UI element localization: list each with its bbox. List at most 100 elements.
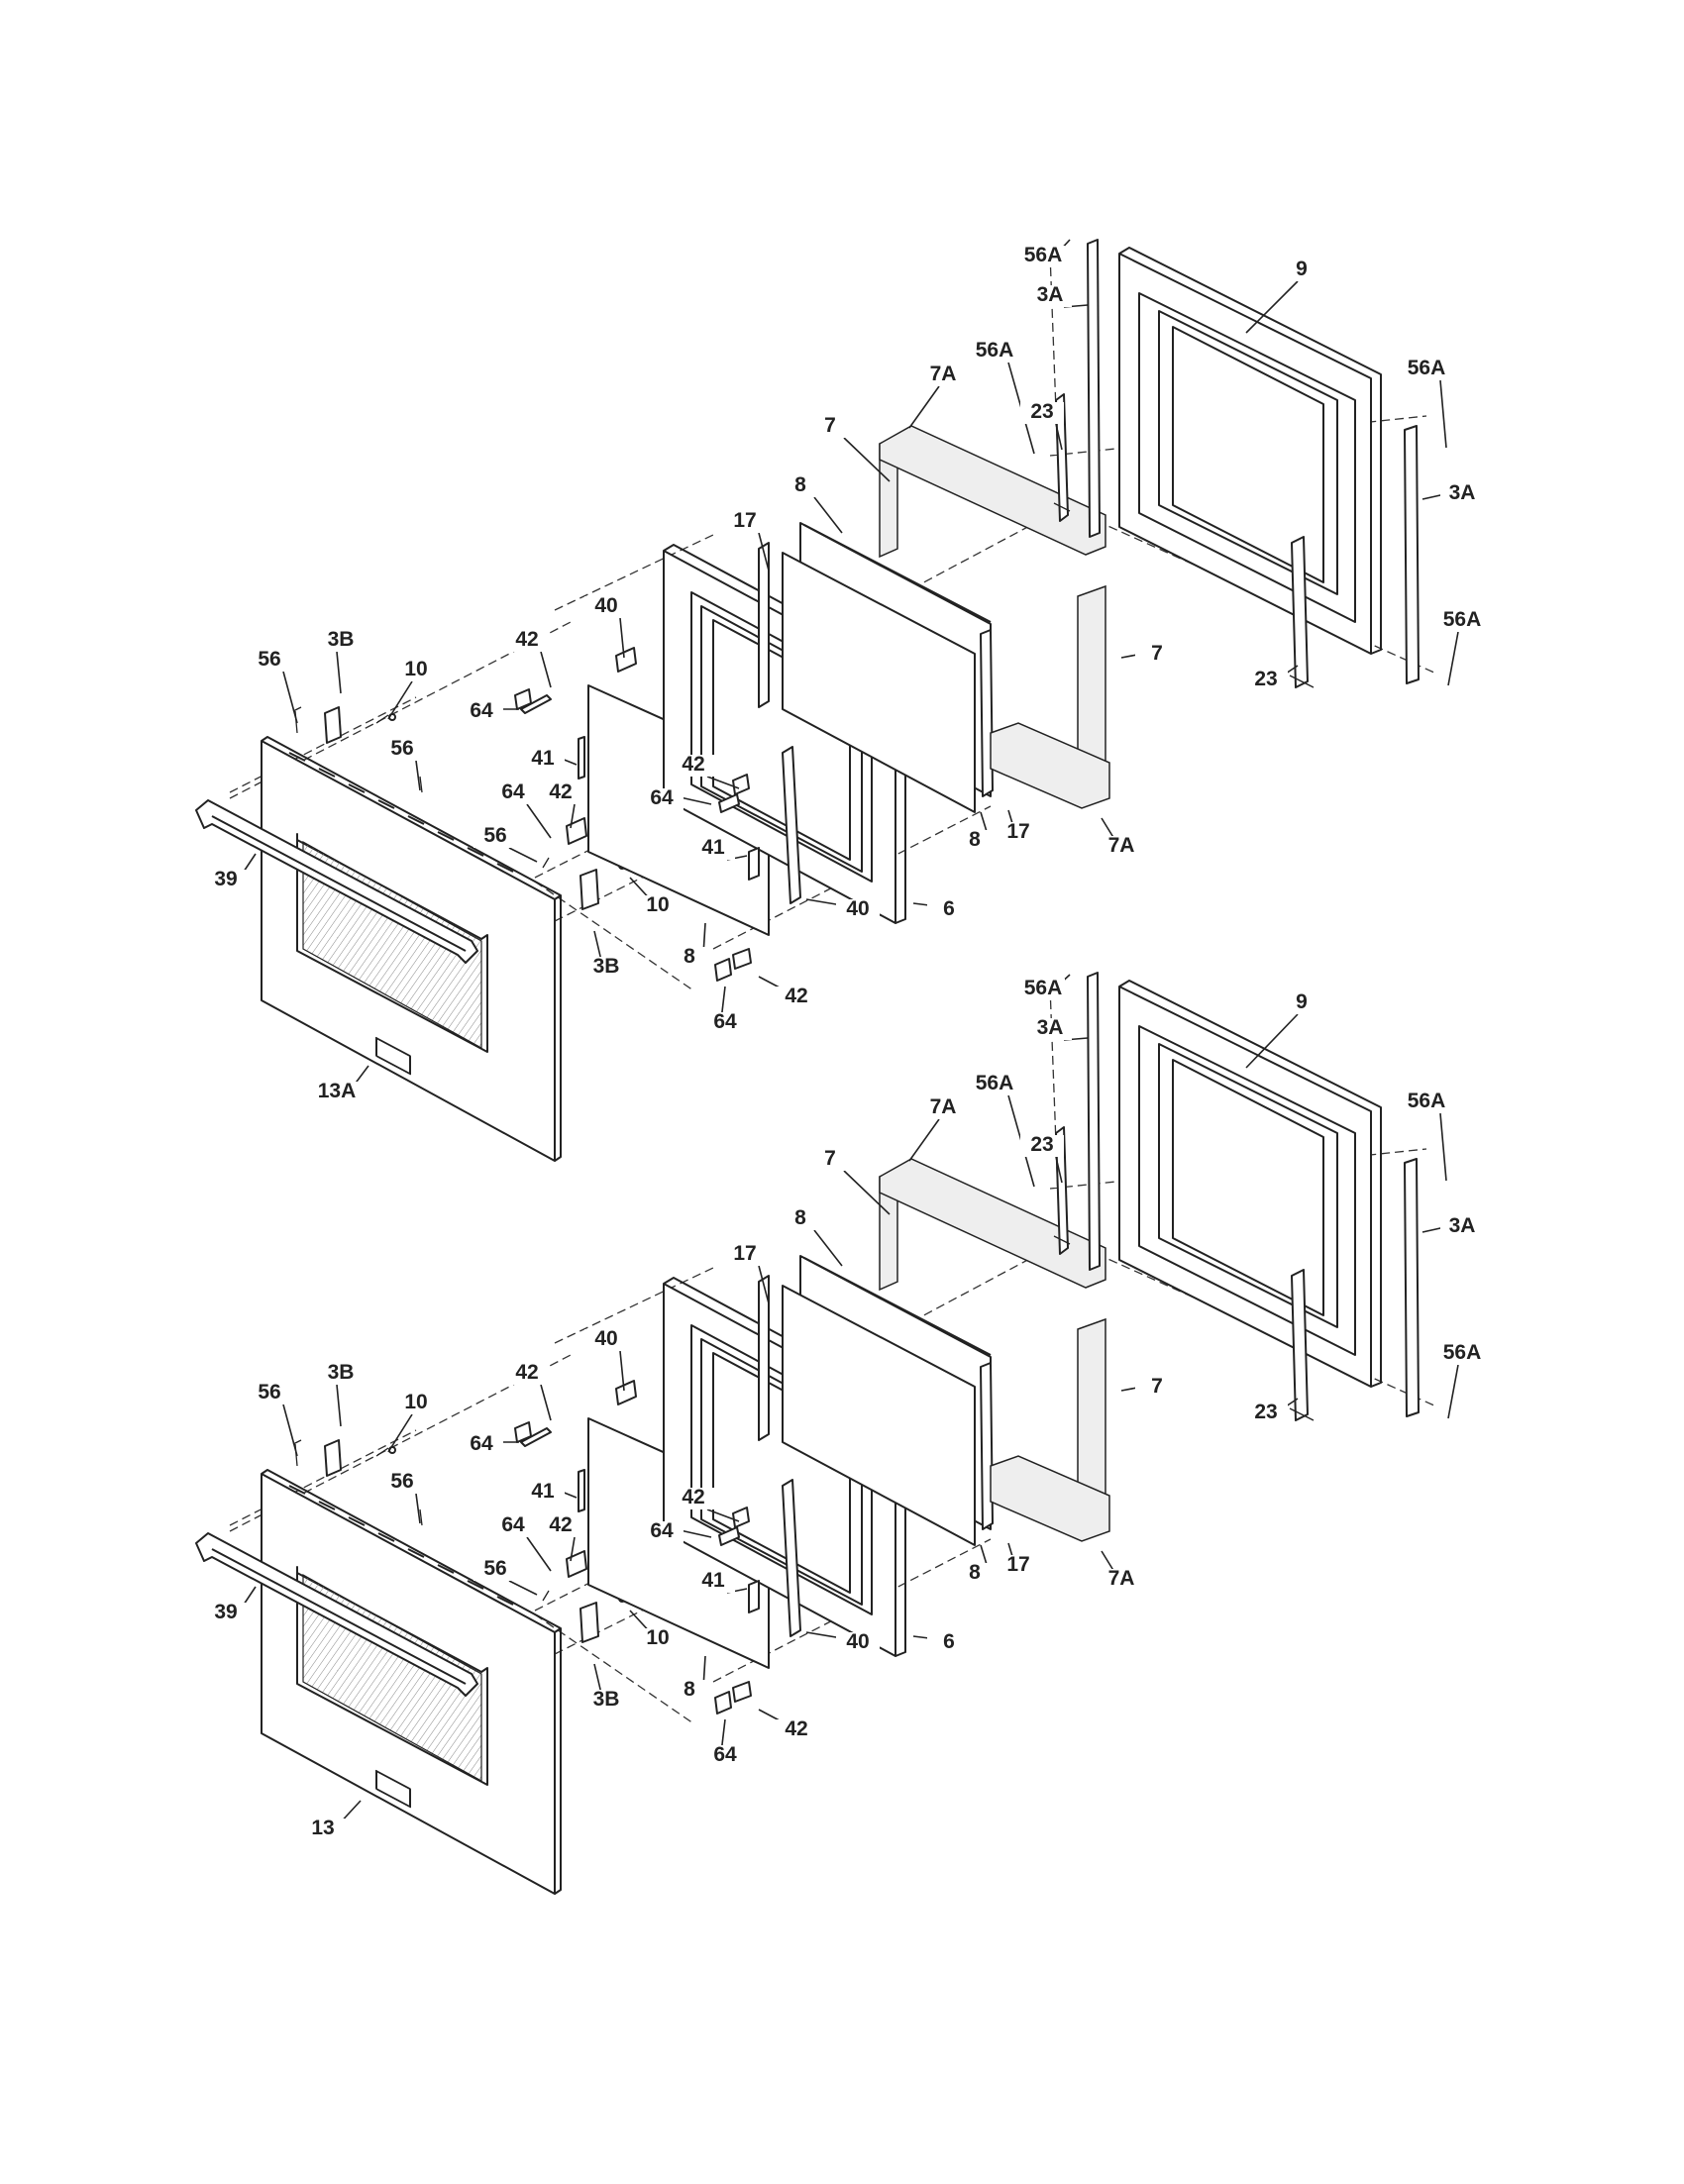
part-label-upper-16: 10 (404, 658, 427, 680)
part-label-lower-26: 8 (969, 1561, 981, 1584)
leader-upper-2 (1245, 280, 1299, 334)
part-label-lower-12: 7 (1151, 1375, 1163, 1398)
leader-lower-6 (1439, 1112, 1447, 1182)
part-label-lower-25: 42 (549, 1513, 572, 1536)
part-label-lower-27: 17 (1006, 1553, 1029, 1576)
label-bg-lower-38 (703, 1745, 747, 1767)
label-bg-lower-15 (248, 1383, 291, 1404)
part-label-lower-10: 17 (733, 1242, 756, 1265)
label-bg-lower-23 (640, 1521, 684, 1543)
leader-lower-18 (540, 1384, 552, 1421)
leader-lower-15 (282, 1404, 298, 1457)
label-bg-upper-35 (668, 947, 711, 969)
label-bg-upper-8 (808, 416, 852, 438)
upper-assembly (195, 239, 1437, 1162)
part-label-lower-30: 41 (701, 1569, 725, 1592)
part-label-upper-6: 56A (1408, 357, 1446, 379)
leader-lower-24 (526, 1536, 552, 1572)
part-label-lower-8: 7 (824, 1147, 836, 1170)
part-label-lower-5: 7A (930, 1095, 957, 1118)
label-bg-lower-1 (1028, 1018, 1072, 1040)
part-label-lower-3: 56A (976, 1072, 1014, 1094)
label-bg-lower-17 (584, 1329, 628, 1351)
label-bg-upper-39 (315, 1082, 359, 1103)
label-bg-lower-37 (775, 1719, 818, 1741)
label-bg-upper-1 (1028, 285, 1072, 307)
label-bg-lower-21 (521, 1482, 565, 1504)
label-bg-upper-6 (1405, 359, 1448, 380)
label-bg-lower-6 (1405, 1092, 1448, 1113)
part-label-upper-25: 42 (549, 780, 572, 803)
part-label-lower-0: 56A (1024, 977, 1063, 999)
label-bg-lower-31 (204, 1603, 248, 1624)
part-label-upper-21: 41 (531, 747, 555, 770)
label-bg-lower-12 (1135, 1377, 1179, 1399)
label-bg-upper-21 (521, 749, 565, 771)
part-label-upper-10: 17 (733, 509, 756, 532)
leader-upper-9 (813, 496, 843, 534)
part-label-lower-1: 3A (1037, 1016, 1064, 1039)
label-bg-upper-31 (204, 870, 248, 891)
label-bg-lower-32 (636, 1628, 680, 1650)
part-label-upper-4: 23 (1030, 400, 1053, 423)
part-label-lower-19: 64 (470, 1432, 493, 1455)
label-bg-upper-25 (539, 782, 582, 804)
part-label-upper-31: 39 (214, 868, 237, 890)
label-bg-lower-8 (808, 1149, 852, 1171)
label-bg-lower-10 (723, 1244, 767, 1266)
label-bg-upper-0 (1021, 246, 1065, 267)
label-bg-upper-30 (691, 838, 735, 860)
part-label-lower-13: 23 (1254, 1401, 1277, 1423)
part-label-upper-8: 7 (824, 414, 836, 437)
part-label-lower-7: 3A (1449, 1214, 1476, 1237)
label-bg-upper-14 (319, 630, 363, 652)
leader-upper-4 (1055, 423, 1063, 451)
part-label-lower-21: 41 (531, 1480, 555, 1503)
part-label-lower-34: 3B (593, 1688, 620, 1711)
part-label-upper-12: 7 (1151, 642, 1163, 665)
label-bg-upper-15 (248, 650, 291, 672)
part-label-lower-6: 56A (1408, 1090, 1446, 1112)
label-bg-lower-13 (1244, 1403, 1288, 1424)
leader-upper-25 (570, 803, 576, 829)
label-bg-lower-36 (836, 1632, 880, 1654)
label-bg-lower-9 (779, 1208, 822, 1230)
label-bg-lower-35 (668, 1680, 711, 1702)
leader-lower-2 (1245, 1013, 1299, 1069)
part-label-lower-33: 6 (943, 1630, 955, 1653)
leader-lower-4 (1055, 1156, 1063, 1184)
part-label-lower-4: 23 (1030, 1133, 1053, 1156)
label-bg-upper-2 (1280, 260, 1323, 281)
label-bg-lower-5 (921, 1097, 965, 1119)
label-bg-upper-33 (927, 899, 971, 921)
leader-upper-6 (1439, 379, 1447, 449)
leader-upper-20 (415, 760, 421, 791)
label-bg-upper-18 (505, 630, 549, 652)
part-label-upper-22: 42 (682, 753, 704, 776)
part-label-lower-39: 13 (311, 1817, 334, 1839)
part-label-upper-30: 41 (701, 836, 725, 859)
part-label-lower-17: 40 (594, 1327, 617, 1350)
label-bg-upper-4 (1020, 402, 1064, 424)
part-label-lower-9: 8 (794, 1206, 806, 1229)
part-label-upper-26: 8 (969, 828, 981, 851)
part-label-upper-23: 64 (650, 786, 674, 809)
part-label-lower-38: 64 (713, 1743, 737, 1766)
part-label-upper-5: 7A (930, 363, 957, 385)
label-bg-upper-23 (640, 788, 684, 810)
label-bg-upper-37 (775, 987, 818, 1008)
label-bg-lower-7 (1440, 1216, 1484, 1238)
leader-upper-24 (526, 803, 552, 839)
label-bg-upper-16 (394, 660, 438, 681)
part-label-lower-23: 64 (650, 1519, 674, 1542)
part-label-upper-24: 64 (501, 780, 525, 803)
leader-lower-20 (415, 1493, 421, 1524)
label-bg-lower-4 (1020, 1135, 1064, 1157)
part-label-lower-20: 56 (390, 1470, 413, 1493)
leader-upper-29 (508, 847, 538, 863)
label-bg-lower-25 (539, 1515, 582, 1537)
leader-lower-29 (508, 1580, 538, 1596)
leader-upper-10 (758, 532, 770, 572)
